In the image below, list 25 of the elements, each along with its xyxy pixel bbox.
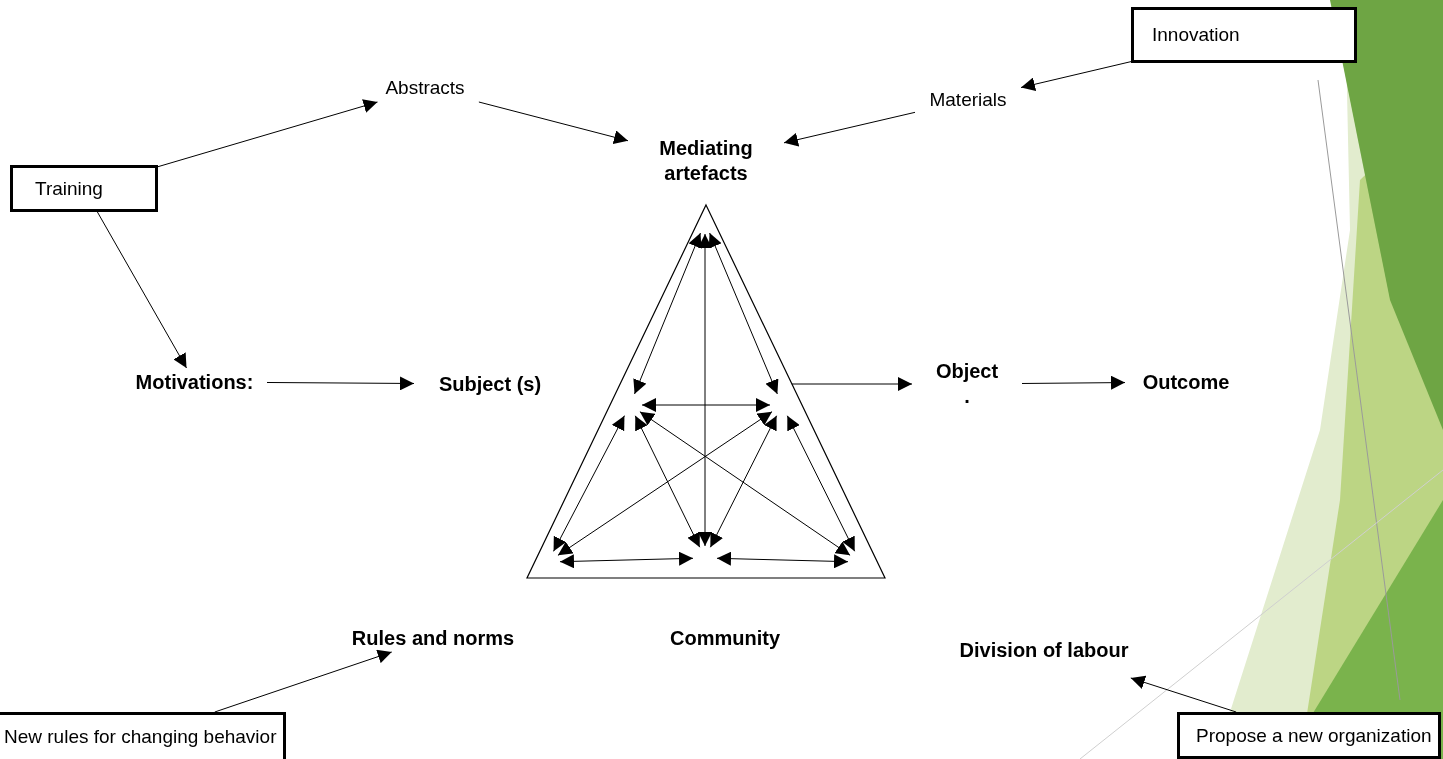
arrow <box>1021 375 1126 390</box>
node-label: Outcome <box>1142 369 1230 395</box>
arrow <box>478 101 629 144</box>
arrow <box>791 377 913 391</box>
text-box: Propose a new organization <box>1177 712 1441 759</box>
node-label: Rules and norms <box>351 625 515 651</box>
arrow <box>783 111 916 147</box>
text-box: New rules for changing behavior <box>0 712 286 759</box>
node-label: Abstracts <box>385 77 465 99</box>
text-box: Training <box>10 165 158 212</box>
node-label: Subject (s) <box>438 371 542 397</box>
node-label: Mediating artefacts <box>658 136 754 186</box>
node-label: Object <box>935 359 999 384</box>
node-label: . <box>964 384 970 409</box>
arrow <box>266 376 415 391</box>
node-label: Motivations: <box>135 369 254 395</box>
node-label: Division of labour <box>959 637 1129 663</box>
node-label: Materials <box>929 89 1007 111</box>
arrow <box>1020 61 1132 92</box>
arrow <box>96 211 187 369</box>
arrow <box>214 649 393 713</box>
node-label: Community <box>670 625 780 651</box>
arrow <box>1130 675 1237 713</box>
arrow <box>157 99 378 168</box>
text-box: Innovation <box>1131 7 1357 63</box>
